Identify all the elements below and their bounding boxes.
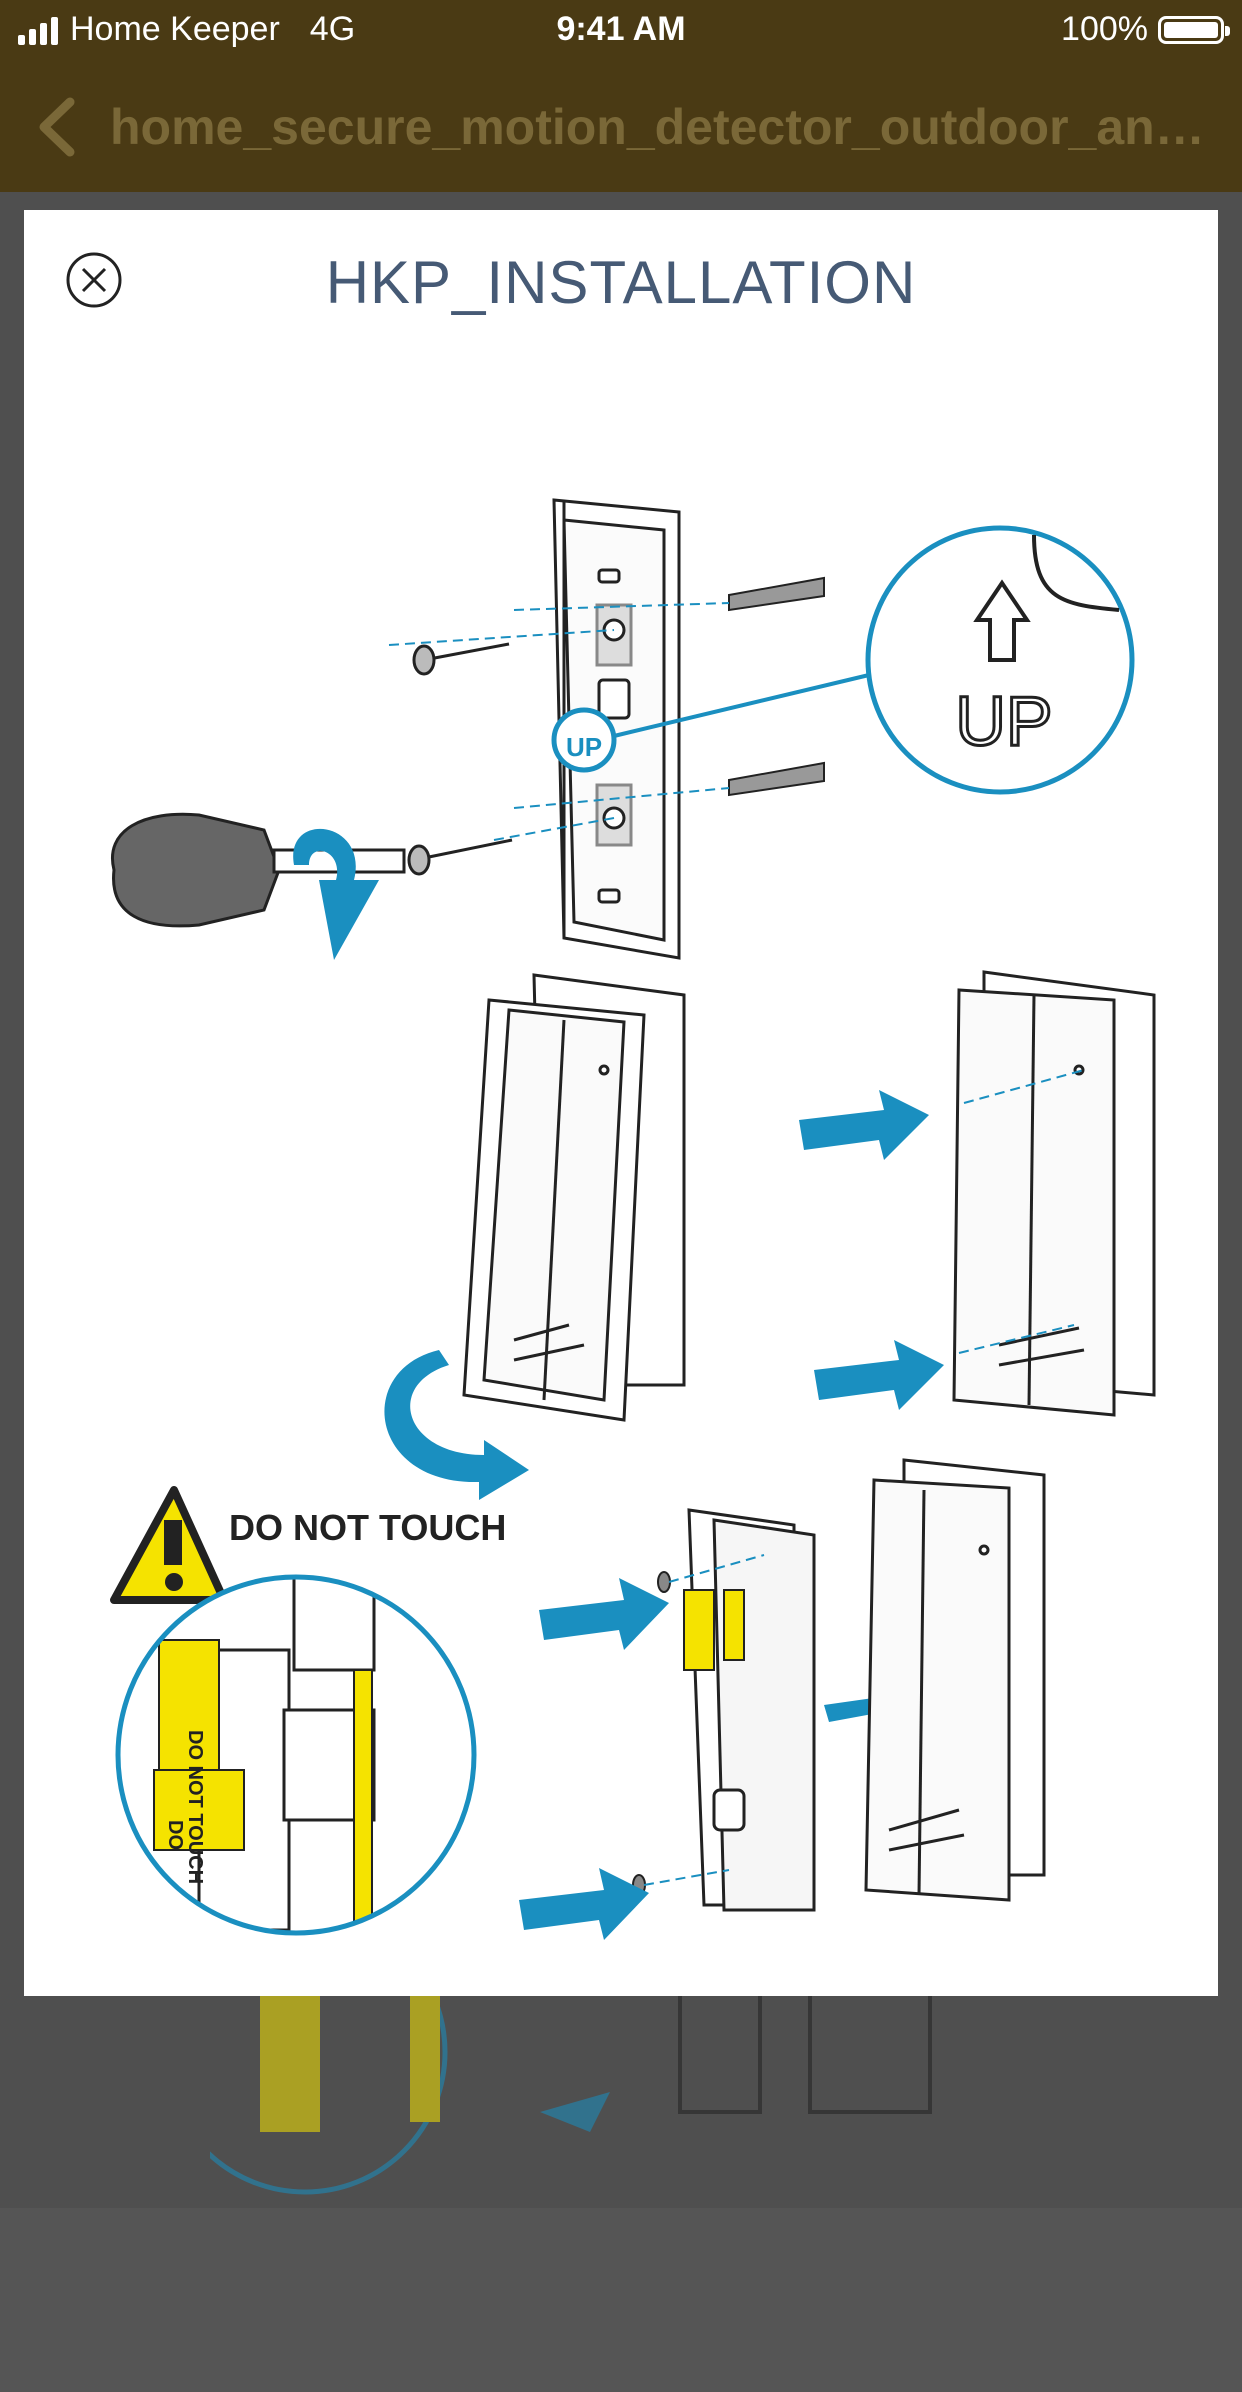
- up-zoom-label: UP: [955, 682, 1052, 760]
- arrow-right-icon: [519, 1868, 649, 1940]
- rotate-arrow-icon: [293, 828, 379, 960]
- network-type: 4G: [309, 10, 356, 48]
- sensor-module: [683, 1508, 816, 1912]
- clock: 9:41 AM: [556, 10, 686, 48]
- arrow-right-icon: [539, 1578, 669, 1650]
- screws: [407, 642, 513, 876]
- flip-arrow-icon: [384, 1350, 529, 1500]
- status-bar: Home Keeper 4G 9:41 AM 100%: [0, 0, 1242, 62]
- carrier-info: Home Keeper 4G: [18, 10, 355, 49]
- navigation-bar: home_secure_motion_detector_outdoor_anti…: [0, 62, 1242, 192]
- tag-short-label: DO: [164, 1820, 186, 1850]
- detail-zoom-circle: [115, 1574, 477, 1936]
- warning-label: DO NOT TOUCH: [229, 1507, 506, 1548]
- housing-open-step: [462, 973, 686, 1422]
- nav-title: home_secure_motion_detector_outdoor_anti…: [110, 99, 1210, 155]
- close-icon[interactable]: [64, 250, 124, 310]
- carrier-name: Home Keeper: [70, 10, 280, 48]
- signal-icon: [18, 15, 58, 45]
- arrow-right-icon: [814, 1340, 944, 1410]
- screw-guide-lines: [958, 1069, 1085, 1354]
- back-chevron-icon[interactable]: [30, 92, 90, 162]
- battery-icon: [1158, 15, 1230, 44]
- wall-plugs: [728, 576, 825, 797]
- tag-label: DO NOT TOUCH: [184, 1730, 206, 1884]
- up-badge-label: UP: [566, 732, 602, 762]
- housing-final: [864, 1458, 1046, 1902]
- backplate-step: [552, 498, 681, 960]
- alignment-lines: [388, 602, 730, 841]
- battery-percent: 100%: [1061, 10, 1148, 48]
- arrow-right-icon: [799, 1090, 929, 1160]
- installation-modal: HKP_INSTALLATION: [24, 210, 1218, 1996]
- background-illustration: [210, 1972, 932, 2195]
- detail-zoom: DO NOT TOUCH DO: [118, 1577, 474, 1933]
- housing-screws-step: [952, 970, 1156, 1417]
- modal-title: HKP_INSTALLATION: [325, 249, 917, 316]
- installation-illustration: UP UP: [110, 498, 1156, 1940]
- battery-status: 100%: [1061, 10, 1230, 49]
